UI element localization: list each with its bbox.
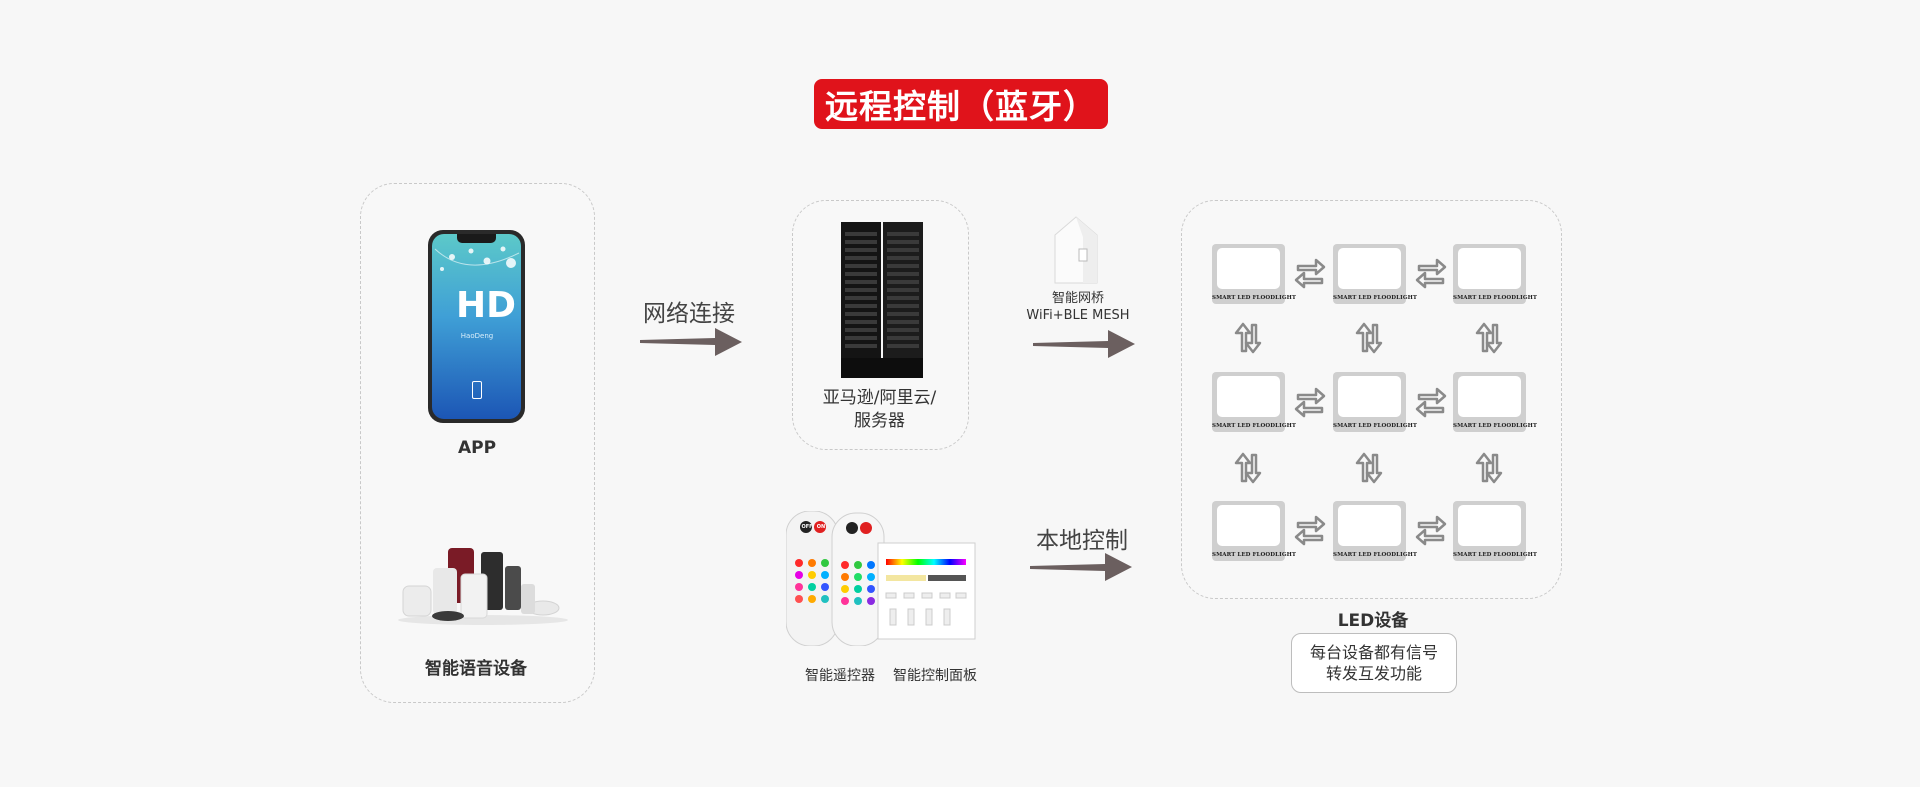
remote-off-button: OFF	[801, 524, 813, 530]
swap-vertical-icon	[1234, 452, 1262, 484]
swap-horizontal-icon	[1294, 387, 1326, 418]
led-panel: SMART LED FLOODLIGHT	[1333, 501, 1417, 561]
swap-horizontal-icon	[1294, 258, 1326, 289]
swap-horizontal-icon	[1294, 515, 1326, 546]
smart-remote-label: 智能遥控器	[805, 668, 875, 684]
remote-and-panel-image	[785, 510, 976, 647]
gateway-label: 智能网桥 WiFi+BLE MESH	[1018, 290, 1138, 324]
remote-on-button: ON	[816, 524, 826, 530]
gateway-arrow-icon	[1033, 330, 1135, 358]
server-label-line2: 服务器	[854, 411, 905, 431]
note-line1: 每台设备都有信号	[1309, 643, 1438, 662]
swap-horizontal-icon	[1415, 515, 1447, 546]
led-panel: SMART LED FLOODLIGHT	[1333, 372, 1417, 432]
note-line2: 转发互发功能	[1325, 664, 1422, 683]
swap-vertical-icon	[1234, 322, 1262, 354]
swap-vertical-icon	[1475, 322, 1503, 354]
network-connection-label: 网络连接	[643, 301, 735, 327]
local-control-label: 本地控制	[1036, 528, 1128, 554]
page-title: 远程控制（蓝牙）	[814, 79, 1108, 129]
led-panel: SMART LED FLOODLIGHT	[1453, 372, 1537, 432]
led-panel: SMART LED FLOODLIGHT	[1212, 501, 1296, 561]
swap-horizontal-icon	[1415, 387, 1447, 418]
swap-vertical-icon	[1475, 452, 1503, 484]
gateway-label-line1: 智能网桥	[1051, 291, 1104, 306]
server-rack-image	[841, 222, 923, 378]
swap-vertical-icon	[1355, 452, 1383, 484]
led-panel: SMART LED FLOODLIGHT	[1212, 372, 1296, 432]
phone-brand-text: HaoDeng	[460, 332, 494, 340]
phone-logo: HD	[456, 285, 517, 326]
swap-vertical-icon	[1355, 322, 1383, 354]
swap-horizontal-icon	[1415, 258, 1447, 289]
smartphone-image	[427, 229, 526, 424]
app-label: APP	[457, 438, 497, 458]
gateway-label-line2: WiFi+BLE MESH	[1026, 308, 1130, 323]
smart-speakers-image	[393, 546, 573, 626]
voice-device-label: 智能语音设备	[425, 659, 527, 679]
phone-device-icon	[472, 381, 482, 399]
server-label-line1: 亚马逊/阿里云/	[822, 388, 937, 408]
signal-relay-note: 每台设备都有信号 转发互发功能	[1291, 633, 1457, 693]
local-control-arrow-icon	[1030, 553, 1132, 581]
smart-panel-label: 智能控制面板	[893, 668, 977, 684]
led-group-label: LED设备	[1337, 611, 1409, 631]
led-panel: SMART LED FLOODLIGHT	[1453, 244, 1537, 304]
smart-gateway-image	[1053, 215, 1099, 285]
led-panel: SMART LED FLOODLIGHT	[1453, 501, 1537, 561]
led-panel: SMART LED FLOODLIGHT	[1333, 244, 1417, 304]
server-label: 亚马逊/阿里云/ 服务器	[792, 387, 967, 433]
network-arrow-icon	[640, 328, 742, 356]
led-panel: SMART LED FLOODLIGHT	[1212, 244, 1296, 304]
